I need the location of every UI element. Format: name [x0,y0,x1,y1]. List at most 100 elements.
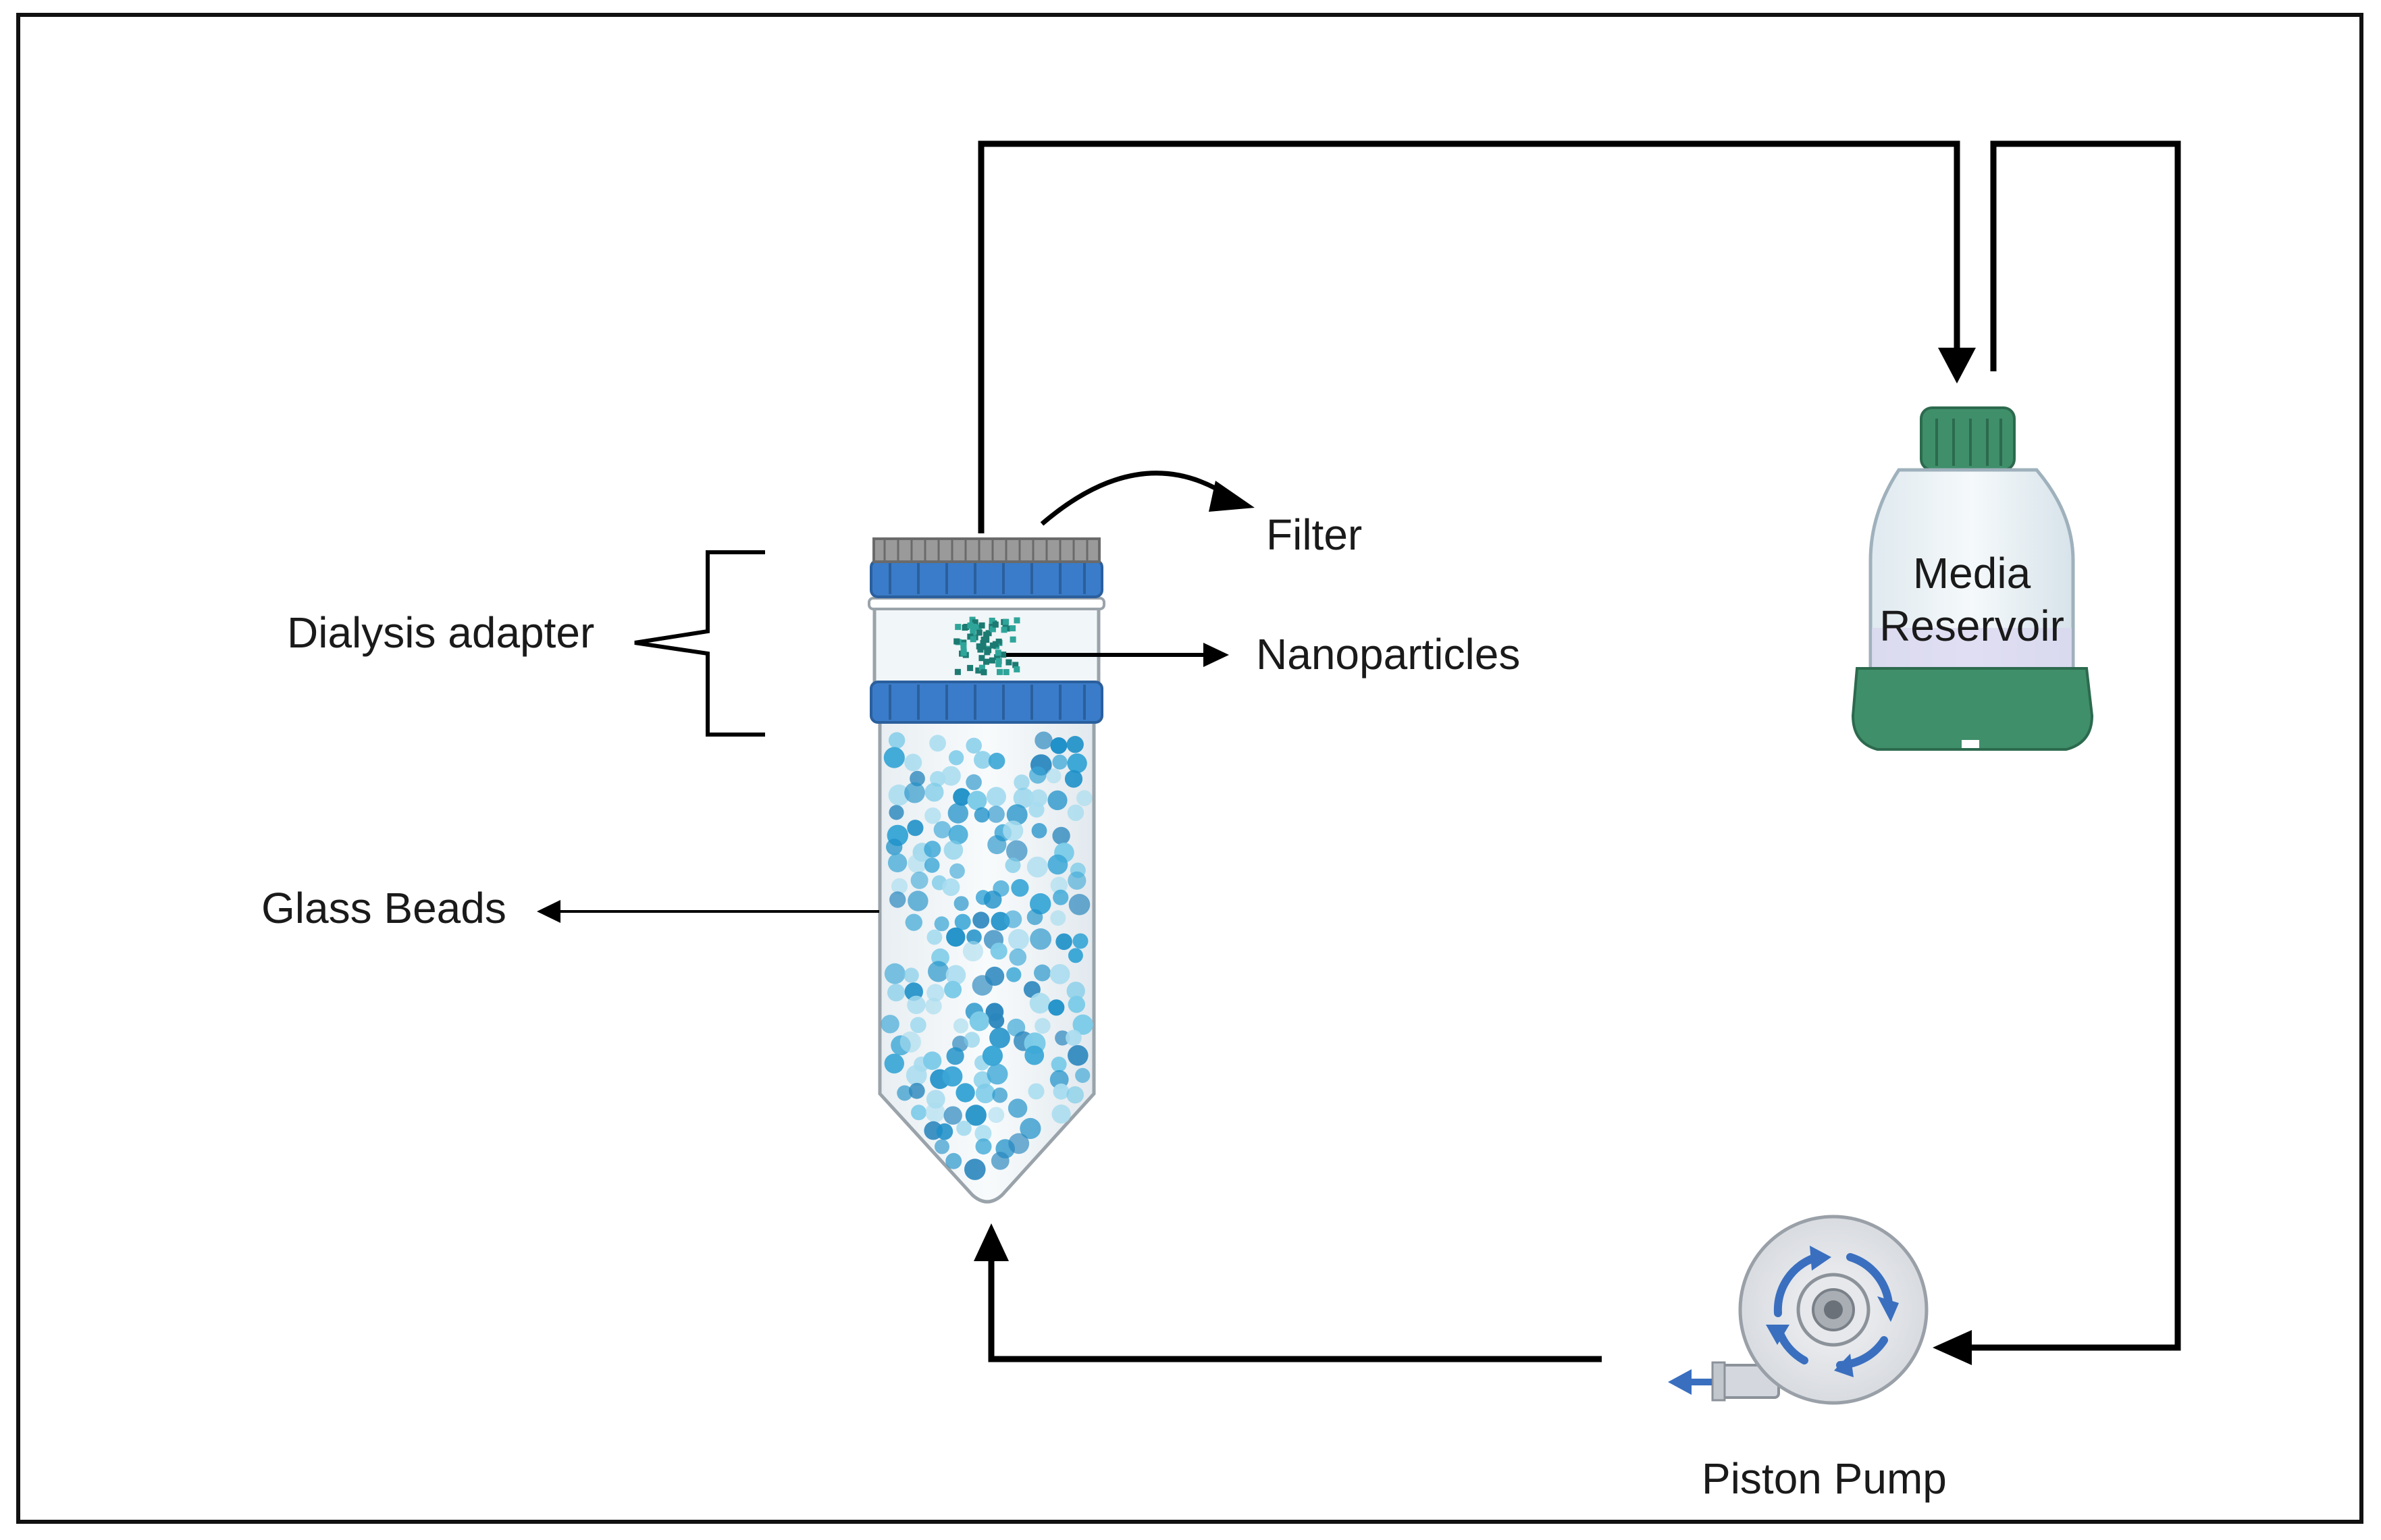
glass-bead [1008,1133,1030,1154]
glass-bead [947,803,969,824]
nanoparticles-pointer-arrowhead [1203,643,1229,667]
glass-bead [1049,964,1070,984]
glass-bead [926,984,945,1002]
filter-membrane [872,537,1101,563]
glass-bead [1053,889,1069,905]
lower-cap-blue [870,681,1103,724]
nanoparticle [1003,669,1010,675]
flow-line-pump-to-tube [988,1256,1602,1362]
glass-bead [942,1066,963,1087]
nanoparticle [970,636,976,643]
glass-bead [982,1045,1003,1066]
glass-bead [1003,910,1022,928]
glass-bead [942,878,960,897]
nanoparticle [997,668,1003,675]
glass-bead [1035,731,1053,749]
glass-bead [1052,826,1070,845]
glass-bead [936,1123,953,1140]
glass-bead [908,853,928,874]
glass-bead [966,929,982,945]
glass-bead [925,1103,945,1123]
nanoparticle [975,667,982,674]
glass-bead [974,807,990,823]
nanoparticle [985,630,992,637]
glass-bead [945,1152,962,1169]
nanoparticle [992,621,999,628]
glass-bead [924,782,944,802]
nanoparticle [1010,625,1016,632]
glass-bead [945,965,966,985]
nanoparticle [978,655,985,662]
glass-bead [1006,840,1028,862]
glass-bead [974,1125,992,1142]
nanoparticle [1010,636,1016,643]
glass-bead [962,940,983,961]
arrowhead-into-reservoir [1938,348,1976,383]
flow-line-reservoir-to-pump [1962,140,2181,1351]
glass-bead [1013,787,1034,808]
nanoparticle [1014,666,1020,672]
glass-bead [948,824,968,845]
glass-bead [1030,893,1051,915]
glass-bead [911,1105,926,1121]
glass-bead [1067,804,1084,822]
media-reservoir-label-line2: Reservoir [1879,602,2064,650]
glass-bead [922,1051,942,1070]
glass-bead [953,788,971,806]
glass-bead [905,913,923,931]
nanoparticle [983,658,989,665]
nanoparticle [972,619,978,626]
glass-bead [1050,876,1068,895]
glass-bead [1072,933,1089,949]
nanoparticle [989,642,996,649]
glass-bead [1011,879,1029,897]
glass-bead [883,747,905,768]
glass-bead [1008,1098,1028,1118]
filter-pointer-arrow [1040,471,1230,526]
nanoparticle [970,629,976,636]
glass-bead [908,1082,925,1099]
glass-bead [1031,823,1047,839]
glass-bead [983,891,1002,909]
glass-bead [1051,1057,1067,1072]
glass-bead [1066,736,1084,753]
glass-bead [990,942,1008,960]
pump-outlet-collar [1711,1361,1726,1402]
reservoir-liquid [1872,628,2072,668]
glass-bead [1068,871,1087,890]
glass-bead [1064,770,1083,788]
glass-bead [904,782,925,803]
glass-bead [1075,1067,1091,1083]
glass-bead [1050,910,1066,926]
reservoir-cap-ridges [1935,419,2002,466]
nanoparticle [1005,659,1012,666]
glass-bead [924,857,940,873]
dialysis-adapter-bracket [634,550,765,737]
glass-bead [992,1087,1008,1103]
dialysis-chamber [872,600,1101,691]
glass-bead [946,927,966,947]
nanoparticle [989,626,996,633]
nanoparticle [970,623,977,630]
nanoparticle [967,622,974,629]
glass-bead [907,995,926,1015]
glass-bead [1055,933,1072,951]
glass-bead [928,961,949,982]
glass-bead [1048,999,1065,1016]
nanoparticle [967,664,974,671]
glass-bead [1014,774,1030,791]
glass-bead [953,896,969,911]
nanoparticle [980,640,987,646]
nanoparticle [980,636,987,643]
arrowhead-into-tube [974,1223,1009,1261]
nanoparticle [994,654,1001,660]
nanoparticle [980,669,987,676]
glass-bead [1003,820,1024,841]
glass-bead [1020,1117,1041,1140]
flow-line-tube-to-reservoir [978,140,1960,533]
glass-bead [1066,1030,1082,1046]
glass-bead [946,1047,964,1065]
nanoparticle-cluster [953,616,1020,676]
reservoir-base-slot [1962,740,1979,748]
